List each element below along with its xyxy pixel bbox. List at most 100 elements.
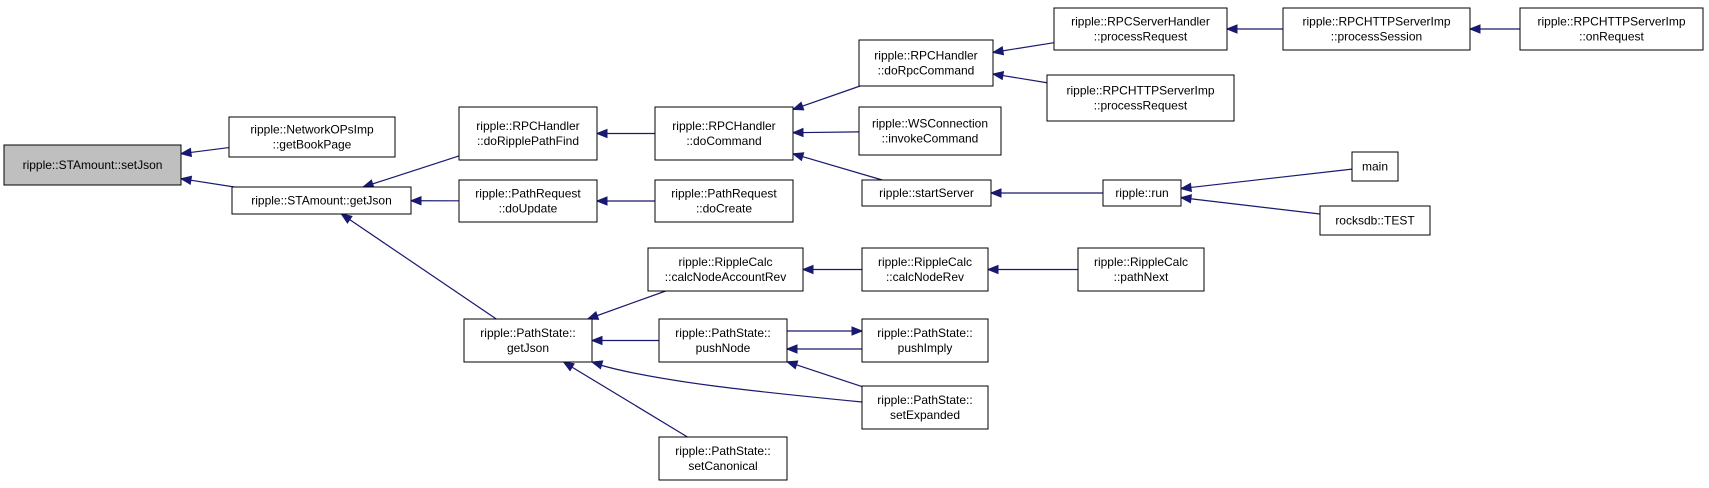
node-box[interactable]: [858, 106, 1002, 156]
node-label-line: ripple::PathState::: [675, 326, 770, 340]
node-label-line: ripple::RippleCalc: [678, 255, 772, 269]
node-pushImply[interactable]: ripple::PathState::pushImply: [861, 318, 989, 363]
edge-main-to-run: [1179, 168, 1353, 193]
edge-line: [792, 85, 861, 110]
node-label-line: ::invokeCommand: [882, 132, 979, 146]
node-box[interactable]: [463, 318, 593, 363]
node-box[interactable]: [1351, 151, 1399, 182]
edge-arrowhead: [1225, 24, 1238, 34]
node-label-line: ripple::RPCHandler: [874, 49, 977, 63]
edge-setExpanded-to-pushNode: [785, 360, 863, 388]
edge-setExpanded-to-psGetJson: [590, 360, 863, 403]
node-doRipplePathFind[interactable]: ripple::RPCHandler::doRipplePathFind: [458, 106, 598, 161]
node-box[interactable]: [658, 436, 788, 481]
node-label-line: ripple::RPCHTTPServerImp: [1066, 84, 1214, 98]
edge-arrowhead: [1179, 194, 1192, 204]
edge-arrowhead: [595, 128, 608, 139]
node-box[interactable]: [658, 318, 788, 363]
edge-arrowhead: [801, 264, 814, 275]
node-pathNext[interactable]: ripple::RippleCalc::pathNext: [1077, 247, 1205, 292]
node-box[interactable]: [458, 106, 598, 161]
node-invokeCommand[interactable]: ripple::WSConnection::invokeCommand: [858, 106, 1002, 156]
node-box[interactable]: [228, 116, 396, 158]
edge-doCreate-to-doUpdate: [595, 196, 655, 206]
node-label-line: ripple::RPCHTTPServerImp: [1302, 15, 1450, 29]
node-rocksdbTest[interactable]: rocksdb::TEST: [1319, 205, 1431, 236]
node-onRequest[interactable]: ripple::RPCHTTPServerImp::onRequest: [1519, 7, 1704, 51]
edge-arrowhead: [409, 196, 422, 206]
edge-calcNodeRev-to-calcNodeAccountRev: [801, 264, 862, 275]
node-setCanonical[interactable]: ripple::PathState::setCanonical: [658, 436, 788, 481]
node-label-line: getJson: [507, 341, 549, 355]
node-box[interactable]: [861, 385, 989, 430]
edge-pushImply-to-pushNode: [785, 344, 862, 354]
node-box[interactable]: [1102, 179, 1182, 207]
node-box[interactable]: [1046, 74, 1235, 122]
node-label-line: ::onRequest: [1579, 30, 1644, 44]
node-rpcServerHandlerProcessRequest[interactable]: ripple::RPCServerHandler::processRequest: [1053, 7, 1228, 51]
edge-doRipplePathFind-to-getJson: [361, 155, 460, 189]
node-label-line: ripple::startServer: [879, 186, 974, 200]
node-calcNodeRev[interactable]: ripple::RippleCalc::calcNodeRev: [861, 247, 989, 292]
node-box[interactable]: [861, 247, 989, 292]
node-startServer[interactable]: ripple::startServer: [861, 179, 992, 207]
node-label-line: pushImply: [898, 341, 953, 355]
node-doUpdate[interactable]: ripple::PathRequest::doUpdate: [458, 179, 598, 223]
node-getJson[interactable]: ripple::STAmount::getJson: [231, 186, 412, 215]
edge-startServer-to-doCommand: [791, 152, 883, 181]
edge-arrowhead: [1179, 182, 1192, 193]
node-calcNodeAccountRev[interactable]: ripple::RippleCalc::calcNodeAccountRev: [647, 247, 804, 292]
node-setJson[interactable]: ripple::STAmount::setJson: [3, 144, 182, 186]
node-main[interactable]: main: [1351, 151, 1399, 182]
node-label-line: ripple::RippleCalc: [1094, 255, 1188, 269]
edges-layer: [179, 24, 1520, 438]
node-doCommand[interactable]: ripple::RPCHandler::doCommand: [654, 106, 794, 161]
node-box[interactable]: [3, 144, 182, 186]
node-label-line: ::doCommand: [686, 134, 761, 148]
node-label-line: ripple::PathState::: [480, 326, 575, 340]
edge-arrowhead: [179, 175, 193, 186]
node-run[interactable]: ripple::run: [1102, 179, 1182, 207]
edge-arrowhead: [991, 70, 1005, 81]
node-box[interactable]: [231, 186, 412, 215]
node-box[interactable]: [861, 318, 989, 363]
node-box[interactable]: [1519, 7, 1704, 51]
edge-arrowhead: [340, 213, 353, 224]
node-processSession[interactable]: ripple::RPCHTTPServerImp::processSession: [1282, 7, 1471, 51]
node-label-line: ::doRpcCommand: [878, 64, 975, 78]
edge-line: [362, 155, 460, 188]
edge-getJson-to-setJson: [179, 175, 235, 188]
node-label-line: ::processSession: [1331, 30, 1422, 44]
node-label-line: ::getBookPage: [273, 138, 352, 152]
edge-line: [1180, 168, 1353, 190]
edge-arrowhead: [179, 147, 193, 158]
node-box[interactable]: [654, 106, 794, 161]
edge-line: [786, 361, 863, 388]
node-pushNode[interactable]: ripple::PathState::pushNode: [658, 318, 788, 363]
node-label-line: ripple::WSConnection: [872, 117, 988, 131]
edge-run-to-startServer: [989, 188, 1103, 198]
node-box[interactable]: [654, 179, 794, 223]
node-label-line: ripple::RPCServerHandler: [1071, 15, 1210, 29]
node-doCreate[interactable]: ripple::PathRequest::doCreate: [654, 179, 794, 223]
node-box[interactable]: [458, 179, 598, 223]
node-label-line: ripple::PathState::: [877, 326, 972, 340]
node-box[interactable]: [1282, 7, 1471, 51]
edge-getBookPage-to-setJson: [179, 146, 230, 158]
node-box[interactable]: [861, 179, 992, 207]
node-rpcHttpServerImpProcessRequest[interactable]: ripple::RPCHTTPServerImp::processRequest: [1046, 74, 1235, 122]
edge-pushNode-to-pushImply: [787, 326, 864, 336]
node-box[interactable]: [858, 39, 994, 87]
node-doRpcCommand[interactable]: ripple::RPCHandler::doRpcCommand: [858, 39, 994, 87]
node-box[interactable]: [1077, 247, 1205, 292]
edge-doUpdate-to-getJson: [409, 196, 460, 206]
edge-arrowhead: [590, 360, 604, 370]
node-box[interactable]: [1053, 7, 1228, 51]
node-psGetJson[interactable]: ripple::PathState::getJson: [463, 318, 593, 363]
node-box[interactable]: [647, 247, 804, 292]
node-setExpanded[interactable]: ripple::PathState::setExpanded: [861, 385, 989, 430]
node-getBookPage[interactable]: ripple::NetworkOPsImp::getBookPage: [228, 116, 396, 158]
node-box[interactable]: [1319, 205, 1431, 236]
edge-arrowhead: [562, 361, 575, 372]
